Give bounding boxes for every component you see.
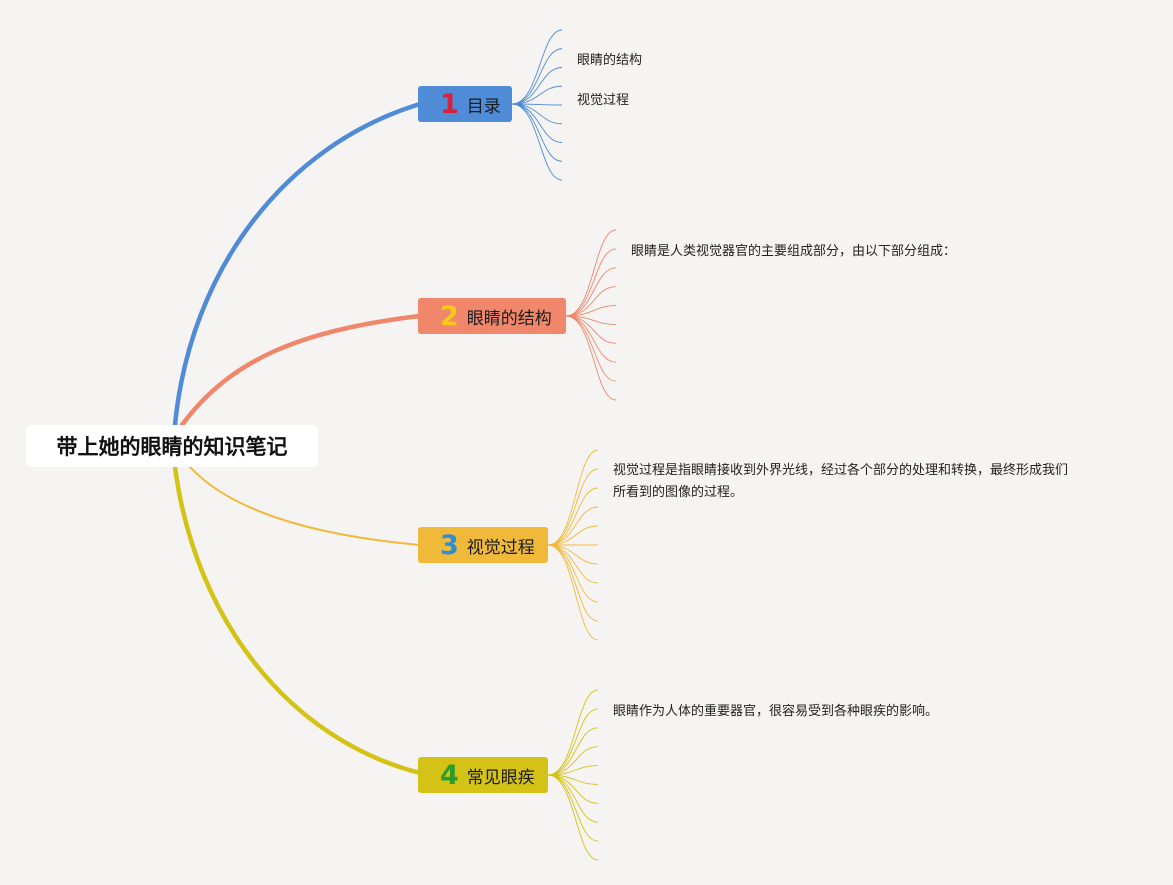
fan-line-2-10 [565, 315, 617, 401]
fan-line-1-1 [511, 29, 563, 105]
branch-number-1: 1 [440, 88, 459, 120]
fan-line-1-4 [511, 85, 563, 105]
fan-line-1-9 [511, 103, 563, 181]
fan-line-4-1 [547, 689, 599, 776]
leaf-note-3-1[interactable]: 视觉过程是指眼睛接收到外界光线，经过各个部分的处理和转换，最终形成我们 [613, 463, 1069, 478]
fan-line-3-4 [547, 506, 599, 546]
fan-line-4-5 [547, 765, 599, 776]
root-topic[interactable]: 带上她的眼睛的知识笔记 [26, 425, 318, 467]
fan-line-4-9 [547, 774, 599, 842]
branch-topic-1[interactable]: 1 目录 [418, 86, 512, 122]
fan-line-4-3 [547, 727, 599, 776]
fan-line-2-4 [565, 286, 617, 317]
connector-branch-4 [172, 464, 423, 776]
connector-branch-1 [172, 101, 423, 428]
branch-number-4: 4 [440, 759, 459, 791]
leaf-note-4-1[interactable]: 眼睛作为人体的重要器官，很容易受到各种眼疾的影响。 [613, 704, 939, 719]
fan-line-3-8 [547, 544, 599, 584]
fan-line-4-4 [547, 746, 599, 776]
branch-label-2: 眼睛的结构 [466, 308, 552, 329]
fan-line-2-3 [565, 267, 617, 317]
branch-label-3: 视觉过程 [466, 537, 535, 558]
fan-line-4-8 [547, 774, 599, 823]
fan-line-2-1 [565, 229, 617, 317]
fan-line-3-1 [547, 449, 599, 546]
fan-line-2-2 [565, 248, 617, 317]
branch-number-3: 3 [440, 529, 459, 561]
fan-line-2-7 [565, 315, 617, 344]
branch-topic-4[interactable]: 4 常见眼疾 [418, 757, 548, 793]
leaf-note-1-2[interactable]: 视觉过程 [577, 93, 630, 108]
branch-topic-3[interactable]: 3 视觉过程 [418, 527, 548, 563]
root-title: 带上她的眼睛的知识笔记 [56, 435, 288, 459]
fan-line-1-7 [511, 103, 563, 143]
connector-branch-2 [179, 313, 423, 428]
branch-label-4: 常见眼疾 [466, 767, 535, 788]
leaf-note-1-1[interactable]: 眼睛的结构 [577, 53, 643, 68]
fan-line-3-3 [547, 487, 599, 546]
leaf-note-2-1[interactable]: 眼睛是人类视觉器官的主要组成部分，由以下部分组成： [631, 244, 957, 259]
fan-line-4-10 [547, 774, 599, 861]
fan-line-3-5 [547, 525, 599, 546]
fan-line-1-3 [511, 67, 563, 105]
fan-line-3-2 [547, 468, 599, 546]
branch-topic-2[interactable]: 2 眼睛的结构 [418, 298, 566, 334]
fan-line-1-2 [511, 48, 563, 105]
fan-line-2-8 [565, 315, 617, 363]
branch-number-2: 2 [440, 300, 459, 332]
fan-line-3-10 [547, 544, 599, 622]
fan-line-3-11 [547, 544, 599, 641]
branch-label-1: 目录 [466, 96, 501, 117]
fan-line-4-2 [547, 708, 599, 776]
fan-line-2-5 [565, 305, 617, 317]
leaf-note-3-2[interactable]: 所看到的图像的过程。 [613, 485, 744, 500]
fan-line-2-9 [565, 315, 617, 382]
leaf-fan-lines [511, 29, 617, 861]
connector-branch-3 [189, 466, 421, 546]
